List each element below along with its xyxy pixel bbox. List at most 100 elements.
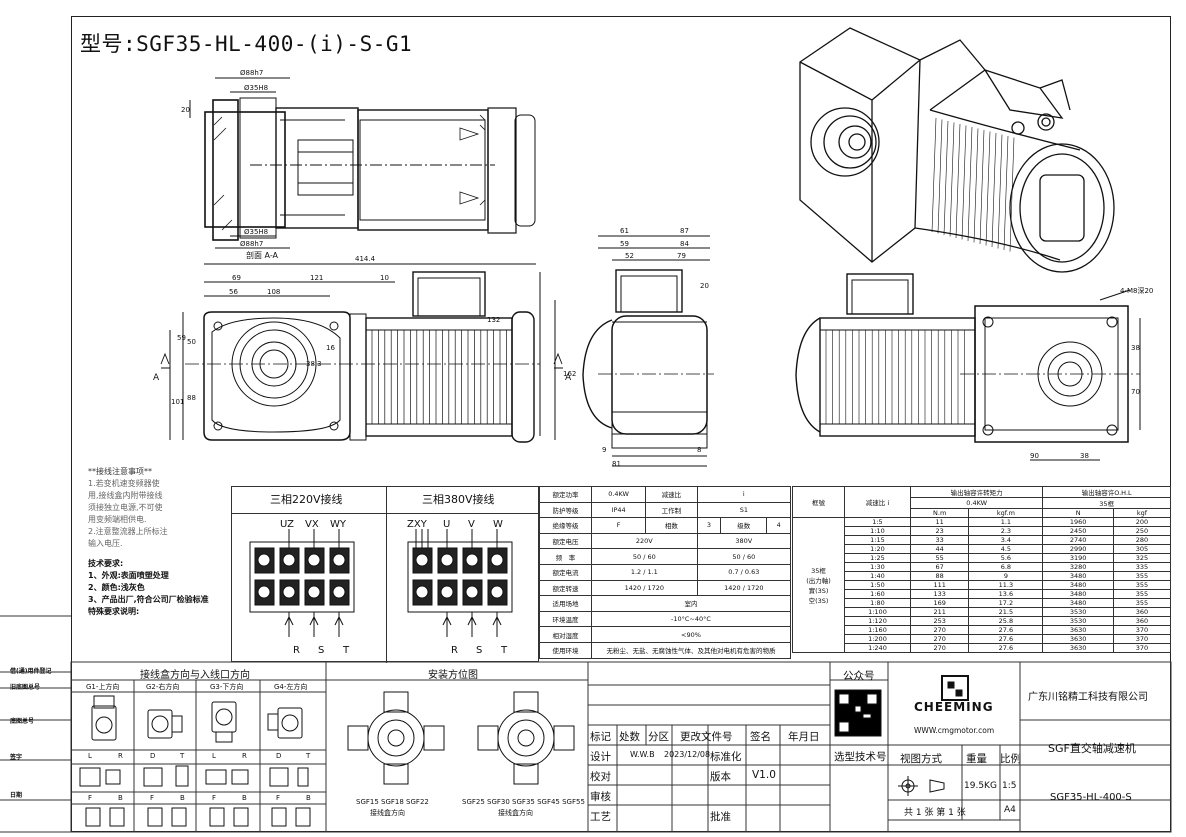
dim-87: 87 [680, 227, 689, 235]
torque-cell: 3480 [1042, 571, 1114, 581]
torque-cell: 21.5 [968, 607, 1044, 617]
junction-head-g3: G3-下方向 [210, 683, 244, 691]
jlabel: B [180, 794, 185, 802]
tb-design: 设计 [590, 751, 611, 763]
dim-132: 132 [487, 316, 500, 324]
terminal-v: V [468, 519, 475, 530]
spec-value: 工作制 [645, 501, 698, 519]
torque-cell: 3480 [1042, 580, 1114, 590]
spec-value: 220V [591, 532, 698, 550]
spec-row: 相对湿度<90% [539, 626, 791, 643]
spec-value: 0.7 / 0.63 [696, 563, 792, 581]
dim-m8: 4-M8深20 [1120, 286, 1153, 295]
tech-line: 特殊要求说明: [88, 607, 140, 616]
side-view [582, 235, 714, 467]
th-ohl: 输出轴容许O.H.L [1042, 486, 1171, 498]
th-unit: kgf [1112, 508, 1172, 518]
dim-69: 69 [232, 274, 241, 282]
torque-cell: 5.6 [968, 553, 1044, 563]
dim-d35-bot: Ø35H8 [244, 228, 268, 236]
torque-cell: 355 [1112, 571, 1172, 581]
spec-label: 频 率 [539, 548, 592, 565]
dim-38: 38 [1131, 344, 1140, 352]
jlabel: F [150, 794, 155, 802]
torque-cell: 3630 [1042, 625, 1114, 635]
website: WWW.cmgmotor.com [914, 726, 995, 735]
torque-cell: 360 [1112, 607, 1172, 617]
ratio-cell: 1:60 [844, 589, 911, 599]
terminal-vx: VX [305, 519, 319, 530]
torque-cell: 11.3 [968, 580, 1044, 590]
th-ratio: 减速比 i [844, 486, 911, 518]
torque-cell: 111 [909, 580, 970, 590]
ratio-cell: 1:15 [844, 535, 911, 545]
jlabel: B [118, 794, 123, 802]
torque-cell: 270 [909, 625, 970, 635]
spec-label: 绝缘等级 [539, 517, 592, 534]
terminal-uz: UZ [280, 519, 294, 530]
spec-row: 环境温度-10°C~40°C [539, 610, 791, 628]
junction-head-g2: G2-右方向 [146, 683, 180, 691]
tb-weight-label: 重量 [966, 753, 987, 765]
tb-model: SGF35-HL-400-S [1050, 792, 1132, 803]
ratio-cell: 1:120 [844, 616, 911, 626]
notes-line: 输入电压. [88, 539, 123, 548]
jlabel: D [150, 752, 156, 760]
jlabel: R [118, 752, 123, 760]
dim-61: 61 [620, 227, 629, 235]
torque-cell: 11 [909, 517, 970, 527]
torque-cell: 335 [1112, 562, 1172, 572]
torque-cell: 3630 [1042, 634, 1114, 644]
ratio-cell: 1:30 [844, 562, 911, 572]
spec-value: 无粉尘、无盐、无腐蚀性气体、及其他对电机有危害的物质 [591, 641, 791, 659]
ratio-cell: 1:80 [844, 598, 911, 608]
torque-cell: 6.8 [968, 562, 1044, 572]
jlabel: T [306, 752, 311, 760]
drawing-title: 型号:SGF35-HL-400-(i)-S-G1 [80, 32, 413, 56]
wiring-380-title: 三相380V接线 [422, 493, 495, 506]
torque-cell: 200 [1112, 517, 1172, 527]
tb-paper: A4 [1004, 805, 1016, 815]
spec-value: 3 [696, 517, 722, 534]
torque-cell: 2990 [1042, 544, 1114, 554]
tb-rev: 分区 [648, 731, 669, 743]
spec-value: 0.4KW [590, 486, 647, 503]
th-power: 0.4KW [909, 497, 1044, 509]
spec-value: 相数 [645, 517, 698, 534]
tech-heading: 技术要求: [88, 559, 124, 568]
dim-38b: 38 [1080, 452, 1089, 460]
torque-cell: 27.6 [968, 625, 1044, 635]
dim-90: 90 [1030, 452, 1039, 460]
torque-cell: 3480 [1042, 589, 1114, 599]
ratio-cell: 1:40 [844, 571, 911, 581]
torque-cell: 2740 [1042, 535, 1114, 545]
tb-review: 审核 [590, 791, 611, 803]
jlabel: F [212, 794, 217, 802]
section-mark-right: A [565, 373, 572, 383]
ratio-cell: 1:240 [844, 643, 911, 653]
th-unit: N.m [909, 508, 970, 518]
notes-line: 用,接线盒内附带接线 [88, 491, 163, 500]
dim-38-3: 38.3 [306, 360, 322, 368]
brand-name: CHEEMING [914, 700, 994, 714]
torque-cell: 355 [1112, 589, 1172, 599]
jlabel: T [180, 752, 185, 760]
tb-version-label: 版本 [710, 771, 731, 783]
jlabel: R [242, 752, 247, 760]
notes-line: 1.若变机速变频器使 [88, 479, 160, 488]
install-right-caption: SGF25 SGF30 SGF35 SGF45 SGF55 [462, 798, 585, 806]
tb-rev: 签名 [750, 731, 771, 743]
spec-value: 50 / 60 [696, 548, 792, 565]
tb-scale: 1:5 [1002, 781, 1017, 791]
torque-cell: 25.8 [968, 616, 1044, 626]
torque-cell: 55 [909, 553, 970, 563]
jlabel: B [306, 794, 311, 802]
